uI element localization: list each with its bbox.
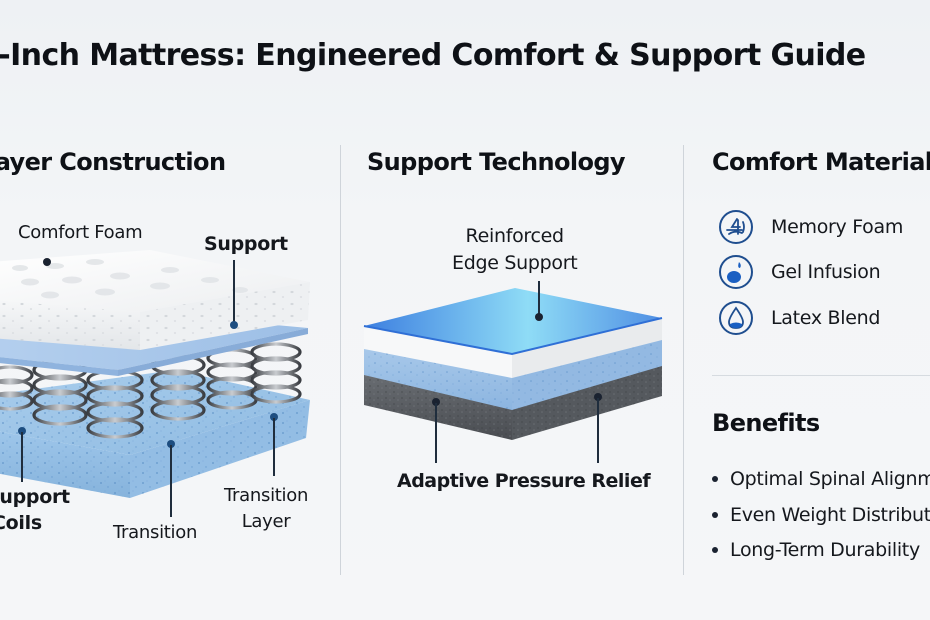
material-item-memory-foam: Memory Foam — [718, 209, 903, 245]
support-coils-label-line1: Support — [0, 486, 70, 508]
comfort-foam-marker — [43, 258, 51, 266]
benefit-item: Even Weight Distribution — [712, 504, 930, 526]
section-divider — [712, 375, 930, 376]
benefits-heading: Benefits — [712, 409, 820, 437]
material-label: Gel Infusion — [771, 261, 881, 283]
edge-support-label-line2: Edge Support — [452, 252, 578, 274]
edge-support-label-line1: Reinforced — [465, 225, 565, 247]
support-label: Support — [204, 233, 288, 255]
edge-support-surface — [364, 288, 662, 354]
transition-label: Transition — [113, 522, 198, 543]
latex-drop-icon — [719, 301, 753, 335]
transition-layer-label: Transition Layer — [224, 483, 308, 535]
benefit-text: Even Weight Distribution — [730, 504, 930, 526]
material-label: Memory Foam — [771, 216, 904, 238]
bullet-icon — [712, 512, 718, 518]
edge-support-label: Reinforced Edge Support — [452, 223, 578, 277]
comfort-foam-label: Comfort Foam — [18, 222, 143, 243]
comfort-materials-heading: Comfort Materials — [712, 148, 930, 176]
white-foam-left — [364, 328, 512, 378]
benefit-text: Long-Term Durability — [730, 539, 920, 561]
gel-drop-icon — [719, 255, 753, 289]
transition-marker — [167, 440, 175, 448]
column-divider-right — [683, 145, 684, 575]
transition-layer-label-line2: Layer — [241, 511, 291, 532]
edge-support-marker — [535, 313, 543, 321]
column-divider-left — [340, 145, 341, 575]
material-item-gel-infusion: Gel Infusion — [718, 254, 881, 290]
pressure-relief-leader-left — [435, 403, 437, 463]
pressure-relief-label: Adaptive Pressure Relief — [397, 470, 651, 492]
support-leader — [233, 260, 235, 324]
edge-support-leader — [538, 281, 540, 315]
page-title: 2-Inch Mattress: Engineered Comfort & Su… — [0, 38, 866, 73]
comfort-foam-layer — [0, 250, 310, 350]
support-coils-leader — [21, 432, 23, 482]
pressure-relief-marker-left — [432, 398, 440, 406]
white-foam-right — [512, 318, 662, 378]
support-technology-heading: Support Technology — [367, 148, 626, 176]
transition-layer-leader — [273, 418, 275, 476]
support-coils-label-line2: Coils — [0, 512, 42, 534]
pressure-relief-leader-right — [597, 398, 599, 463]
benefit-item: Optimal Spinal Alignment — [712, 468, 930, 490]
material-label: Latex Blend — [771, 307, 881, 329]
support-coils-label: Support Coils — [0, 484, 70, 536]
layer-stack-illustration — [0, 250, 310, 498]
layer-construction-heading: Layer Construction — [0, 148, 226, 176]
transition-layer-label-line1: Transition — [224, 485, 309, 506]
benefit-item: Long-Term Durability — [712, 539, 920, 561]
bullet-icon — [712, 476, 718, 482]
benefit-text: Optimal Spinal Alignment — [730, 468, 930, 490]
transition-leader — [170, 445, 172, 517]
transition-layer-marker — [270, 413, 278, 421]
memory-foam-icon — [719, 210, 753, 244]
support-marker — [230, 321, 238, 329]
bullet-icon — [712, 547, 718, 553]
support-coils-marker — [18, 427, 26, 435]
material-item-latex-blend: Latex Blend — [718, 300, 880, 336]
pressure-relief-marker-right — [594, 393, 602, 401]
